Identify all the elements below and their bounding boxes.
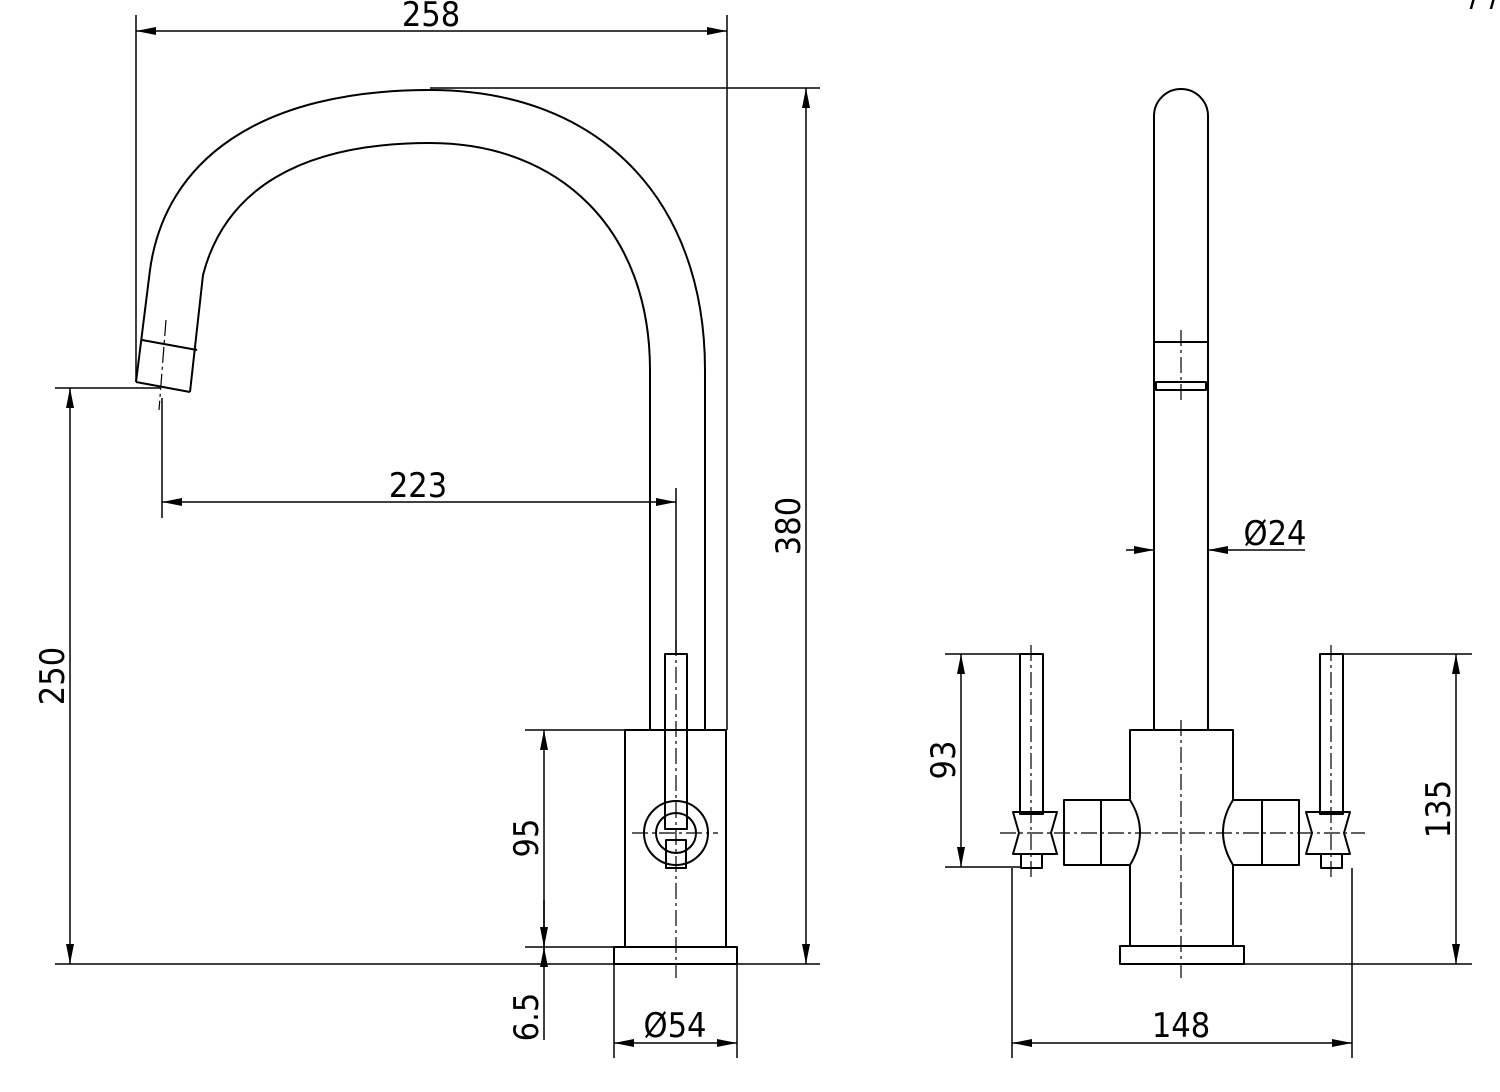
front-view-dimension-lines	[957, 546, 1460, 1047]
dim-base-diameter: Ø54	[644, 1006, 707, 1046]
dim-overall-reach: 258	[402, 0, 460, 35]
corner-mark: / /	[1470, 0, 1500, 15]
side-view-dimension-lines	[66, 27, 810, 1047]
dim-overall-height: 380	[769, 497, 809, 555]
dim-spout-outlet-height: 250	[33, 647, 73, 705]
dim-handle-top-height: 135	[1419, 780, 1459, 838]
side-view: 258 223 380 250 95 6.5 Ø54	[33, 0, 820, 1058]
dim-spout-diameter: Ø24	[1244, 514, 1307, 554]
front-view: Ø24 93 135 148	[924, 88, 1472, 1058]
dim-handle-span: 148	[1152, 1006, 1210, 1046]
dim-spout-reach: 223	[389, 466, 447, 506]
front-view-centerlines	[1000, 330, 1365, 978]
dim-base-thickness: 6.5	[507, 993, 547, 1042]
dim-body-height: 95	[507, 819, 547, 858]
side-view-centerlines	[158, 319, 718, 978]
front-view-extension-lines	[945, 653, 1472, 1058]
dim-handle-height: 93	[924, 741, 964, 780]
